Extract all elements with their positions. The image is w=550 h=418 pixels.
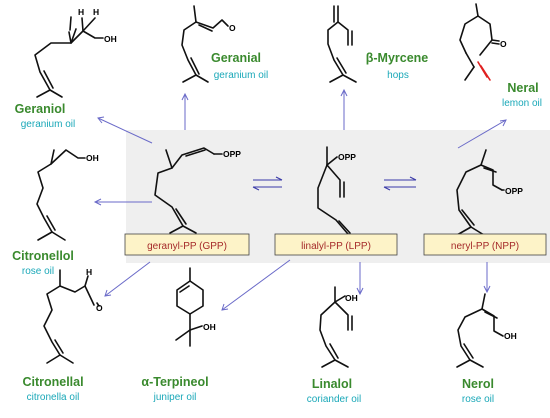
citronellol-name: Citronellol xyxy=(12,249,74,263)
geraniol-h1: H xyxy=(78,7,84,17)
arrow-to-geranial xyxy=(181,92,189,130)
citronellal-source: citronella oil xyxy=(27,392,80,403)
arrow-to-geraniol xyxy=(97,116,153,144)
lpp-opp-label: OPP xyxy=(338,152,356,162)
nerol-source: rose oil xyxy=(462,394,494,405)
equilibrium-gpp-lpp xyxy=(252,176,283,191)
terpineol-structure xyxy=(175,267,204,347)
geraniol-oh: OH xyxy=(104,34,117,44)
geraniol-structure xyxy=(34,16,104,98)
myrcene-source: hops xyxy=(387,70,409,81)
arrow-to-terpineol xyxy=(221,259,291,311)
geranial-structure xyxy=(181,5,229,83)
npp-opp-label: OPP xyxy=(505,186,523,196)
linalol-oh: OH xyxy=(345,293,358,303)
arrow-to-citronellol xyxy=(93,198,152,206)
nerol-structure xyxy=(456,293,504,368)
arrow-to-citronellal xyxy=(104,261,151,297)
npp-name: neryl-PP (NPP) xyxy=(451,241,519,252)
citronellol-structure xyxy=(36,149,86,241)
gpp-name: geranyl-PP (GPP) xyxy=(147,241,227,252)
npp-name-box: neryl-PP (NPP) xyxy=(423,233,547,256)
citronellal-name: Citronellal xyxy=(22,375,83,389)
gpp-opp-label: OPP xyxy=(223,149,241,159)
terpineol-oh: OH xyxy=(203,322,216,332)
neral-o: O xyxy=(500,39,507,49)
lpp-structure xyxy=(317,146,362,244)
citronellal-structure xyxy=(43,269,100,364)
equilibrium-lpp-npp xyxy=(383,176,417,191)
geraniol-source: geranium oil xyxy=(21,119,75,130)
arrow-to-neral xyxy=(457,119,507,149)
citronellol-source: rose oil xyxy=(22,266,54,277)
terpineol-source: juniper oil xyxy=(153,392,197,403)
terpineol-name: α-Terpineol xyxy=(141,375,208,389)
myrcene-name: β-Myrcene xyxy=(366,51,429,65)
gpp-name-box: geranyl-PP (GPP) xyxy=(124,233,250,256)
geranial-source: geranium oil xyxy=(214,70,268,81)
gpp-structure xyxy=(154,147,223,234)
citronellal-o: O xyxy=(96,303,103,313)
linalol-structure xyxy=(319,286,353,368)
nerol-name: Nerol xyxy=(462,377,494,391)
arrow-to-myrcene xyxy=(340,88,348,130)
linalol-name: Linalol xyxy=(312,377,352,391)
nerol-oh: OH xyxy=(504,331,517,341)
linalol-source: coriander oil xyxy=(307,394,361,405)
geranial-o: O xyxy=(229,23,236,33)
neral-structure xyxy=(459,3,500,81)
neral-source: lemon oil xyxy=(502,98,542,109)
arrow-to-linalol xyxy=(356,262,364,296)
lpp-name-box: linalyl-PP (LPP) xyxy=(274,233,398,256)
geraniol-h2: H xyxy=(93,7,99,17)
myrcene-structure xyxy=(327,5,357,83)
citronellal-h: H xyxy=(86,267,92,277)
citronellol-oh: OH xyxy=(86,153,99,163)
geranial-name: Geranial xyxy=(211,51,261,65)
neral-name: Neral xyxy=(507,81,538,95)
arrow-to-nerol xyxy=(483,262,491,294)
geraniol-name: Geraniol xyxy=(15,102,66,116)
lpp-name: linalyl-PP (LPP) xyxy=(301,241,371,252)
